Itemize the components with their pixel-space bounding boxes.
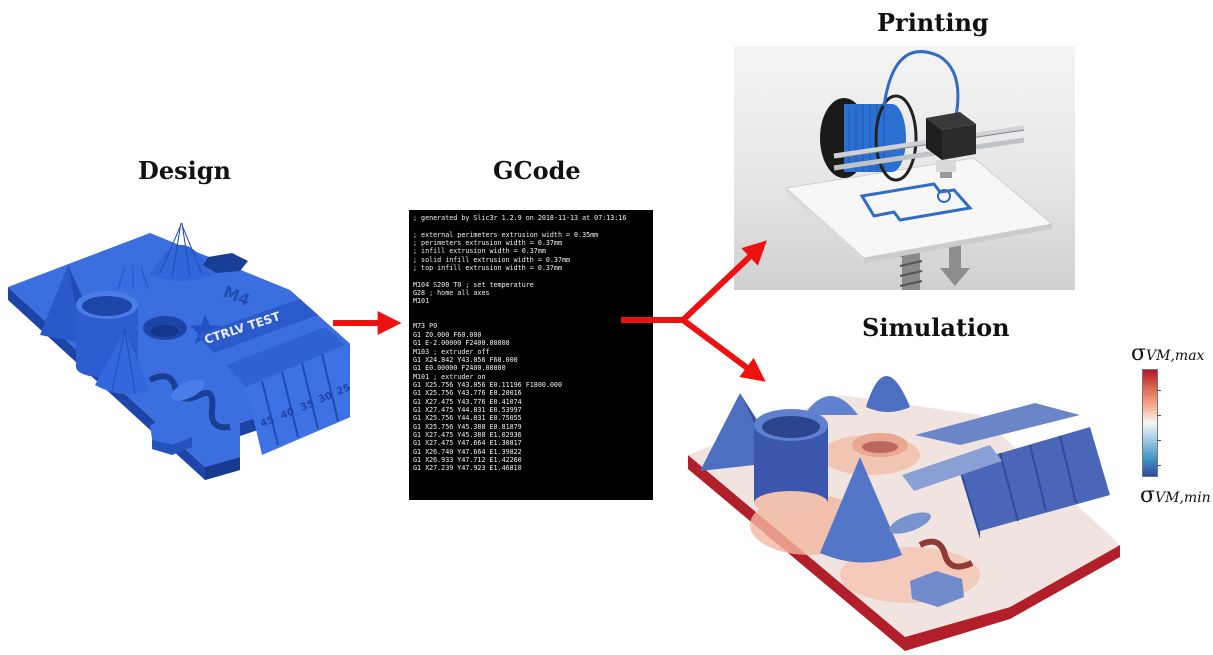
gcode-line: ; top infill extrusion width = 0.37mm <box>413 264 562 273</box>
printer-render-image <box>734 46 1075 290</box>
angle-label: 40 <box>279 406 296 421</box>
gcode-line: ; generated by Slic3r 1.2.9 on 2018-11-1… <box>413 214 627 222</box>
stress-colorbar <box>1142 369 1161 477</box>
gcode-line: M101 ; extruder on <box>413 372 486 381</box>
gcode-line: M103 ; extruder off <box>413 347 490 356</box>
design-model-image: M4 CTRLV TEST 45 40 35 30 25 <box>0 195 385 495</box>
angle-label: 35 <box>299 398 316 413</box>
stress-max-label: σVM,max <box>1131 341 1205 366</box>
gcode-line: M101 <box>413 297 430 306</box>
gcode-line: G1 Z0.000 F60.000 <box>413 330 482 339</box>
gcode-line: G1 X27.475 Y44.831 E0.53997 <box>413 405 522 414</box>
gcode-line: ; solid infill extrusion width = 0.37mm <box>413 255 571 264</box>
gcode-line: G1 X25.756 Y45.388 E0.81879 <box>413 422 522 431</box>
gcode-line: G1 X26.933 Y47.712 E1.42260 <box>413 455 522 464</box>
gcode-line: G1 E0.00000 F2400.00000 <box>413 364 506 373</box>
gcode-line: M73 P0 <box>413 322 438 331</box>
simulation-title: Simulation <box>862 313 1010 342</box>
gcode-line: M104 S200 T0 ; set temperature <box>413 280 534 289</box>
gcode-line: G1 X27.475 Y45.388 E1.02936 <box>413 430 522 439</box>
gcode-line: G1 X25.756 Y44.831 E0.75055 <box>413 414 522 423</box>
gcode-line: ; infill extrusion width = 0.37mm <box>413 247 546 256</box>
gcode-title: GCode <box>493 156 581 185</box>
gcode-line: ; perimeters extrusion width = 0.37mm <box>413 239 562 248</box>
gcode-listing: ; generated by Slic3r 1.2.9 on 2018-11-1… <box>409 210 653 500</box>
printing-title: Printing <box>877 8 989 37</box>
gcode-line: G1 X27.239 Y47.923 E1.46810 <box>413 464 522 473</box>
angle-label: 25 <box>335 382 350 397</box>
gcode-line: G1 X25.756 Y43.056 E0.11196 F1800.000 <box>413 380 562 389</box>
gcode-line: G1 X26.740 Y47.664 E1.39822 <box>413 447 522 456</box>
design-title: Design <box>138 156 231 185</box>
gcode-line: G1 E-2.00000 F2400.00000 <box>413 339 510 348</box>
angle-label: 45 <box>259 414 276 429</box>
arrow-to-simulation <box>681 317 766 382</box>
gcode-line: G1 X27.475 Y43.776 E0.41074 <box>413 397 522 406</box>
stress-min-label: σVM,min <box>1140 483 1211 508</box>
angle-label: 30 <box>317 390 334 405</box>
gcode-line: G1 X25.756 Y43.776 E0.20016 <box>413 389 522 398</box>
arrow-to-printing <box>680 240 767 323</box>
simulation-stress-image <box>680 345 1140 651</box>
gcode-line: G1 X27.475 Y47.664 E1.30817 <box>413 439 522 448</box>
gcode-line: ; external perimeters extrusion width = … <box>413 230 599 239</box>
gcode-line: G28 ; home all axes <box>413 289 490 298</box>
gcode-line: G1 X24.842 Y43.056 F60.000 <box>413 355 518 364</box>
